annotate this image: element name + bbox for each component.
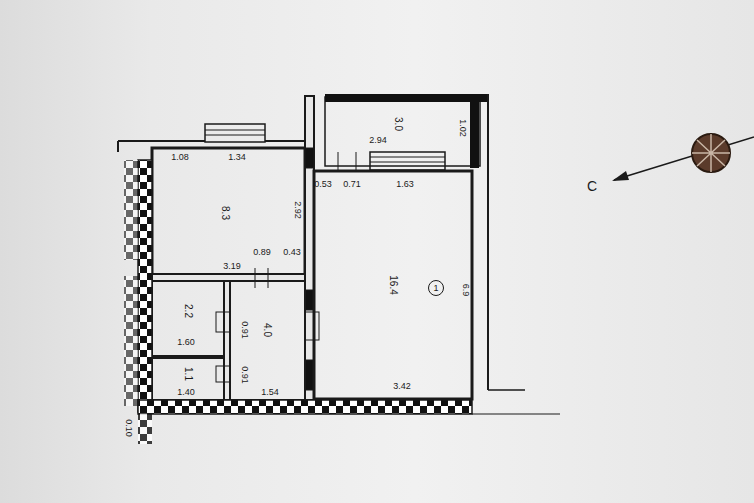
dimension-label: 2.94 bbox=[369, 136, 387, 145]
dimension-label: 1.02 bbox=[458, 119, 467, 137]
room-area-value: 16.4 bbox=[388, 275, 398, 294]
dimension-label: 1.54 bbox=[261, 388, 279, 397]
room-area-value: 4.0 bbox=[262, 323, 272, 337]
north-mark: С bbox=[587, 179, 597, 193]
dimension-label: 6.9 bbox=[461, 284, 470, 297]
dimension-label: 0.91 bbox=[240, 366, 249, 384]
dimension-label: 0.10 bbox=[124, 419, 133, 437]
dimension-label: 0.43 bbox=[283, 248, 301, 257]
room-area: 3.0 bbox=[330, 104, 465, 144]
dimension-label: 0.89 bbox=[253, 248, 271, 257]
room-area-value: 1.1 bbox=[183, 367, 193, 381]
room-area: 16.41 bbox=[320, 200, 465, 370]
dimension-label: 2.92 bbox=[293, 201, 302, 219]
dimension-label: 1.40 bbox=[177, 388, 195, 397]
dimension-label: 3.42 bbox=[393, 382, 411, 391]
dimension-label: 1.08 bbox=[171, 153, 189, 162]
dimension-label: 1.63 bbox=[396, 180, 414, 189]
room-area-value: 3.0 bbox=[393, 117, 403, 131]
room-area-value: 2.2 bbox=[183, 304, 193, 318]
room-area: 1.1 bbox=[156, 362, 220, 386]
dimension-label: 0.71 bbox=[343, 180, 361, 189]
callout-number: 1 bbox=[433, 284, 438, 293]
room-area: 2.2 bbox=[156, 285, 220, 337]
dimension-label: 0.91 bbox=[240, 321, 249, 339]
dimension-label: 0.53 bbox=[314, 180, 332, 189]
room-area-value: 8.3 bbox=[220, 206, 230, 220]
dimension-label: 1.60 bbox=[177, 338, 195, 347]
dimension-label: 1.34 bbox=[228, 153, 246, 162]
dimension-label: 3.19 bbox=[223, 262, 241, 271]
callout-circle: 1 bbox=[428, 280, 444, 296]
room-area: 8.3 bbox=[160, 165, 290, 260]
